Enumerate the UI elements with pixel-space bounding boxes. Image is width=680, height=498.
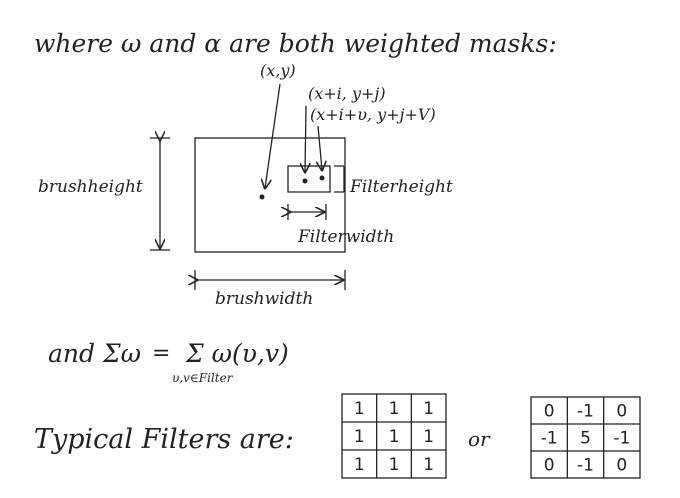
arrow-xi-yj: [305, 105, 306, 172]
matrix-cell: 1: [389, 427, 400, 447]
point-xy-dot: [259, 194, 265, 200]
matrix-cell: 5: [580, 429, 591, 449]
typical-filters-label: Typical Filters are:: [34, 424, 294, 455]
point-xiu-yjv-dot: [319, 175, 325, 181]
filter-matrix-1: 1 1 1 1 1 1 1 1 1: [341, 393, 447, 479]
equation-lhs: and Σω: [48, 339, 141, 368]
matrix-cell: -1: [541, 429, 558, 449]
matrix-cell: 1: [423, 427, 434, 447]
label-filterheight: Filterheight: [349, 177, 453, 197]
matrix-cell: -1: [577, 402, 594, 422]
equation-equals: =: [152, 341, 170, 366]
label-brushheight: brushheight: [38, 177, 143, 197]
matrix-border: [341, 393, 447, 479]
label-point-xi-yj: (x+i, y+j): [308, 84, 386, 103]
arrow-xiu-yjv: [318, 125, 322, 170]
matrix-border: [530, 396, 641, 479]
point-xi-yj-dot: [302, 178, 308, 184]
label-point-xiu-yjv: (x+i+υ, y+j+V): [310, 105, 436, 124]
label-point-xy: (x,y): [260, 61, 296, 80]
matrix-cell: 1: [423, 399, 434, 419]
matrix-cell: 0: [616, 402, 627, 422]
label-filterwidth: Filterwidth: [297, 227, 394, 247]
matrix-cell: 0: [544, 402, 555, 422]
brush-rectangle: [194, 137, 346, 253]
matrix-cell: -1: [577, 456, 594, 476]
equation-rhs: Σ ω(υ,v): [185, 339, 289, 368]
matrix-cell: 1: [423, 455, 434, 475]
matrix-cell: 1: [389, 455, 400, 475]
matrix-cell: 0: [544, 456, 555, 476]
equation-subscript: υ,v∈Filter: [172, 371, 234, 385]
matrix-cell: 1: [354, 399, 365, 419]
matrix-cell: 1: [389, 399, 400, 419]
matrix-cell: 1: [354, 427, 365, 447]
filterheight-bracket: [334, 165, 345, 193]
or-label: or: [468, 427, 491, 451]
label-brushwidth: brushwidth: [215, 289, 313, 309]
matrix-cell: 0: [616, 456, 627, 476]
filter-matrix-2: 0 -1 0 -1 5 -1 0 -1 0: [530, 396, 641, 479]
matrix-cell: 1: [354, 455, 365, 475]
title-text: where ω and α are both weighted masks:: [34, 29, 557, 58]
matrix-cell: -1: [613, 429, 630, 449]
filter-rectangle: [287, 165, 331, 193]
arrow-xy: [265, 83, 281, 188]
